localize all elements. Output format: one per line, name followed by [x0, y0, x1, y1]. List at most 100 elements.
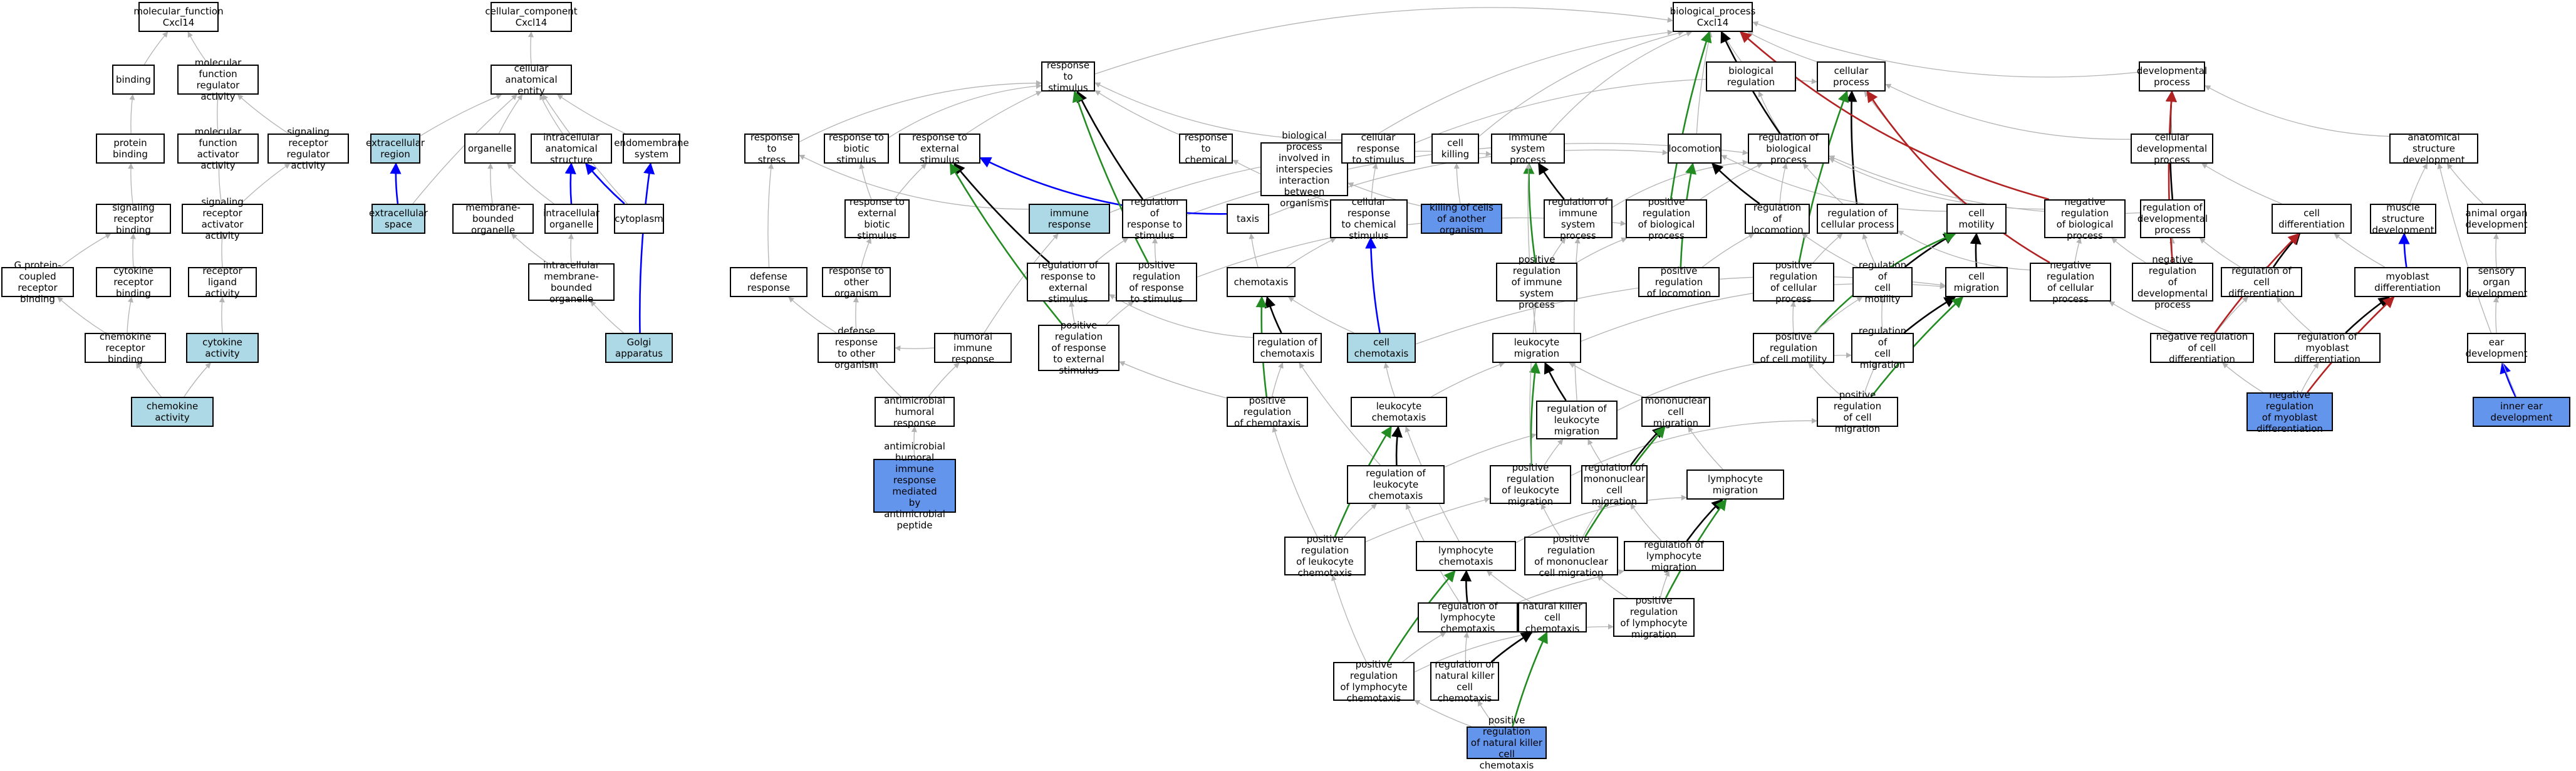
- node-pbind[interactable]: protein binding: [96, 134, 165, 164]
- node-rcp[interactable]: regulation of cellular process: [1817, 204, 1898, 234]
- node-iorg[interactable]: intracellular organelle: [543, 204, 600, 234]
- node-cae[interactable]: cellular anatomical entity: [491, 63, 572, 97]
- node-rmd[interactable]: regulation of myoblast differentiation: [2274, 331, 2381, 365]
- node-rts[interactable]: response to stimulus: [1041, 60, 1095, 93]
- node-rchem[interactable]: response to chemical: [1179, 132, 1233, 165]
- node-prlychemo[interactable]: positive regulation of lymphocyte chemot…: [1333, 659, 1415, 704]
- node-prrs[interactable]: positive regulation of response to stimu…: [1116, 260, 1197, 305]
- node-organelle[interactable]: organelle: [464, 134, 516, 164]
- node-rdp[interactable]: regulation of developmental process: [2137, 199, 2208, 238]
- node-prcp[interactable]: positive regulation of cellular process: [1753, 260, 1834, 305]
- node-nkchemo[interactable]: natural killer cell chemotaxis: [1518, 601, 1587, 634]
- node-rchemo[interactable]: regulation of chemotaxis: [1253, 333, 1322, 363]
- node-rebs[interactable]: response to external biotic stimulus: [844, 196, 910, 241]
- node-rmcm[interactable]: regulation of mononuclear cell migration: [1581, 462, 1648, 507]
- node-cc[interactable]: cellular_component Cxcl14: [485, 2, 578, 32]
- node-rext[interactable]: response to external stimulus: [899, 132, 980, 165]
- node-immresp[interactable]: immune response: [1029, 204, 1110, 234]
- node-prlymig[interactable]: positive regulation of lymphocyte migrat…: [1613, 595, 1695, 640]
- node-rla[interactable]: receptor ligand activity: [188, 265, 257, 299]
- node-rstress[interactable]: response to stress: [744, 132, 799, 165]
- node-cytact[interactable]: cytokine activity: [186, 333, 259, 363]
- node-ied[interactable]: inner ear development: [2473, 397, 2570, 427]
- node-prcmot[interactable]: positive regulation of cell motility: [1753, 331, 1834, 365]
- node-bpio[interactable]: biological process involved in interspec…: [1260, 130, 1348, 209]
- node-mf[interactable]: molecular_function Cxcl14: [133, 2, 224, 32]
- node-prbp[interactable]: positive regulation of biological proces…: [1626, 196, 1707, 241]
- node-dresp[interactable]: defense response: [730, 267, 808, 297]
- node-nrmd[interactable]: negative regulation of myoblast differen…: [2246, 389, 2333, 434]
- node-nrbp[interactable]: negative regulation of biological proces…: [2044, 196, 2126, 241]
- node-rlchemo[interactable]: regulation of leukocyte chemotaxis: [1347, 465, 1445, 504]
- node-lchemo[interactable]: leukocyte chemotaxis: [1351, 397, 1447, 427]
- node-prloco[interactable]: positive regulation of locomotion: [1638, 265, 1720, 299]
- node-sraa[interactable]: signaling receptor activator activity: [182, 196, 263, 241]
- node-mbo[interactable]: membrane-bounded organelle: [452, 202, 534, 236]
- node-amhir[interactable]: antimicrobial humoral immune response me…: [873, 441, 956, 531]
- node-nrdp[interactable]: negative regulation of developmental pro…: [2132, 254, 2213, 310]
- node-chemotaxis[interactable]: chemotaxis: [1227, 267, 1296, 297]
- node-cchemo[interactable]: cell chemotaxis: [1347, 333, 1416, 363]
- node-exsp[interactable]: extracellular space: [369, 204, 428, 234]
- node-kcao[interactable]: killing of cells of another organism: [1421, 202, 1502, 236]
- node-prlchemo[interactable]: positive regulation of leukocyte chemota…: [1284, 533, 1366, 579]
- node-roo[interactable]: response to other organism: [822, 265, 891, 299]
- node-asd[interactable]: anatomical structure development: [2389, 132, 2478, 165]
- node-crs[interactable]: cellular response to stimulus: [1341, 132, 1415, 165]
- node-rbio[interactable]: response to biotic stimulus: [824, 132, 889, 165]
- node-rnkchemo[interactable]: regulation of natural killer cell chemot…: [1430, 659, 1499, 704]
- node-amhr[interactable]: antimicrobial humoral response: [875, 395, 955, 429]
- node-rcmig[interactable]: regulation of cell migration: [1851, 325, 1914, 370]
- node-prcmig[interactable]: positive regulation of cell migration: [1817, 389, 1898, 434]
- node-rlmig[interactable]: regulation of leukocyte migration: [1536, 401, 1618, 439]
- node-exreg[interactable]: extracellular region: [366, 134, 425, 164]
- node-isp[interactable]: immune system process: [1491, 132, 1565, 165]
- node-cdiff[interactable]: cell differentiation: [2272, 204, 2352, 234]
- node-ead[interactable]: ear development: [2466, 333, 2527, 363]
- node-cmig[interactable]: cell migration: [1945, 267, 2008, 297]
- node-msd[interactable]: muscle structure development: [2370, 202, 2436, 236]
- node-cyto[interactable]: cytoplasm: [614, 204, 664, 234]
- node-prnkchemo[interactable]: positive regulation of natural killer ce…: [1467, 715, 1547, 771]
- node-prchemo[interactable]: positive regulation of chemotaxis: [1227, 395, 1308, 429]
- node-ckill[interactable]: cell killing: [1431, 134, 1479, 164]
- node-risp[interactable]: regulation of immune system process: [1544, 196, 1613, 241]
- node-golgi[interactable]: Golgi apparatus: [605, 333, 673, 363]
- node-bp[interactable]: biological_process Cxcl14: [1670, 2, 1755, 32]
- node-rlymig[interactable]: regulation of lymphocyte migration: [1624, 539, 1724, 573]
- node-rbp[interactable]: regulation of biological process: [1748, 132, 1829, 165]
- node-taxis[interactable]: taxis: [1227, 204, 1269, 234]
- node-loco[interactable]: locomotion: [1668, 134, 1722, 164]
- node-lmig[interactable]: leukocyte migration: [1492, 333, 1581, 363]
- node-binding[interactable]: binding: [112, 65, 155, 95]
- node-rloco[interactable]: regulation of locomotion: [1745, 202, 1810, 236]
- node-biolreg[interactable]: biological regulation: [1706, 61, 1796, 92]
- node-devproc[interactable]: developmental process: [2137, 61, 2207, 92]
- node-prlmig[interactable]: positive regulation of leukocyte migrati…: [1490, 462, 1571, 507]
- node-crcs[interactable]: cellular response to chemical stimulus: [1330, 196, 1408, 241]
- node-cyrb[interactable]: cytokine receptor binding: [96, 265, 171, 299]
- node-chrb[interactable]: chemokine receptor binding: [85, 331, 166, 365]
- node-rcmot[interactable]: regulation of cell motility: [1852, 260, 1913, 305]
- node-lychemo[interactable]: lymphocyte chemotaxis: [1416, 541, 1516, 571]
- node-prres[interactable]: positive regulation of response to exter…: [1038, 320, 1119, 376]
- node-drtoo[interactable]: defense response to other organism: [818, 325, 895, 370]
- node-imbo[interactable]: intracellular membrane-bounded organelle: [528, 260, 615, 305]
- node-nrcd[interactable]: negative regulation of cell differentiat…: [2150, 331, 2254, 365]
- node-srb[interactable]: signaling receptor binding: [96, 202, 171, 236]
- node-chemact[interactable]: chemokine activity: [131, 397, 214, 427]
- node-rcd[interactable]: regulation of cell differentiation: [2221, 265, 2302, 299]
- node-mdiff[interactable]: myoblast differentiation: [2354, 267, 2461, 297]
- node-endo[interactable]: endomembrane system: [614, 134, 689, 164]
- node-prmcm[interactable]: positive regulation of mononuclear cell …: [1524, 533, 1618, 579]
- node-aod[interactable]: animal organ development: [2466, 204, 2527, 234]
- node-cellproc[interactable]: cellular process: [1817, 61, 1886, 92]
- node-prisp[interactable]: positive regulation of immune system pro…: [1496, 254, 1577, 310]
- node-rrs[interactable]: regulation of response to stimulus: [1122, 196, 1187, 241]
- node-mfreg[interactable]: molecular function regulator activity: [177, 57, 259, 102]
- node-nrcp[interactable]: negative regulation of cellular process: [2030, 260, 2111, 305]
- node-mcm[interactable]: mononuclear cell migration: [1641, 395, 1710, 429]
- node-rlychemo[interactable]: regulation of lymphocyte chemotaxis: [1418, 601, 1518, 634]
- node-ias[interactable]: intracellular anatomical structure: [531, 132, 612, 165]
- node-cdp[interactable]: cellular developmental process: [2131, 132, 2213, 165]
